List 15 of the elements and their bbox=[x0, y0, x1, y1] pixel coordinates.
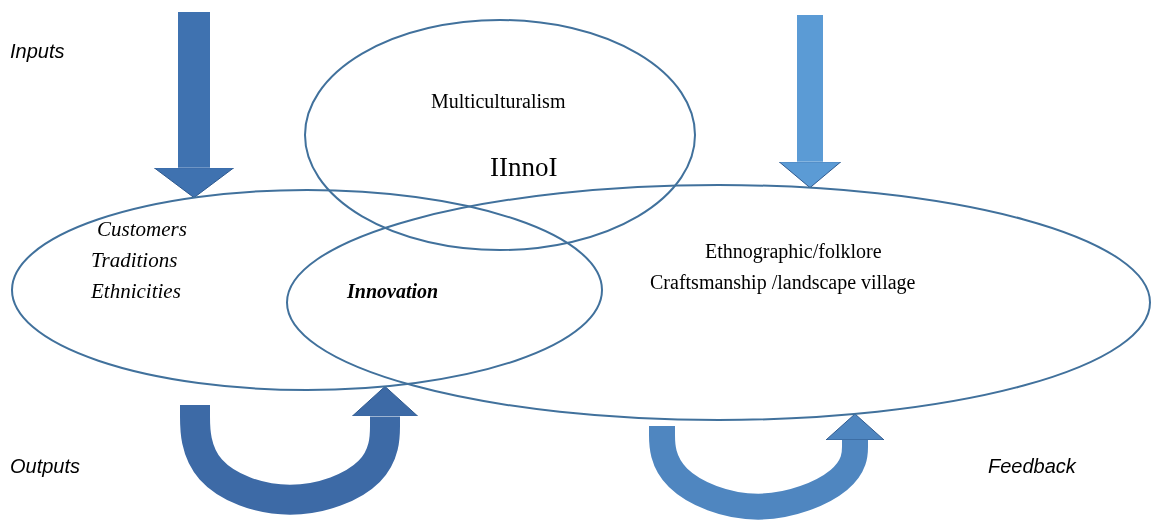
block-arrow bbox=[778, 15, 842, 189]
center-label: Innovation bbox=[347, 280, 439, 302]
node-text: Ethnographic/folklore bbox=[705, 240, 882, 262]
node-text: Ethnicities bbox=[91, 280, 181, 304]
block-arrow bbox=[649, 413, 885, 520]
side-label: Inputs bbox=[10, 40, 65, 62]
block-arrow bbox=[180, 385, 419, 515]
node-text: IInnoI bbox=[490, 153, 558, 183]
node-text: Craftsmanship /landscape village bbox=[650, 271, 916, 293]
node-text: Traditions bbox=[91, 249, 178, 273]
node-text: Customers bbox=[97, 218, 187, 242]
side-label: Outputs bbox=[10, 455, 81, 477]
block-arrow bbox=[153, 12, 235, 199]
side-label: Feedback bbox=[988, 455, 1076, 477]
node-text: Multiculturalism bbox=[431, 90, 566, 112]
